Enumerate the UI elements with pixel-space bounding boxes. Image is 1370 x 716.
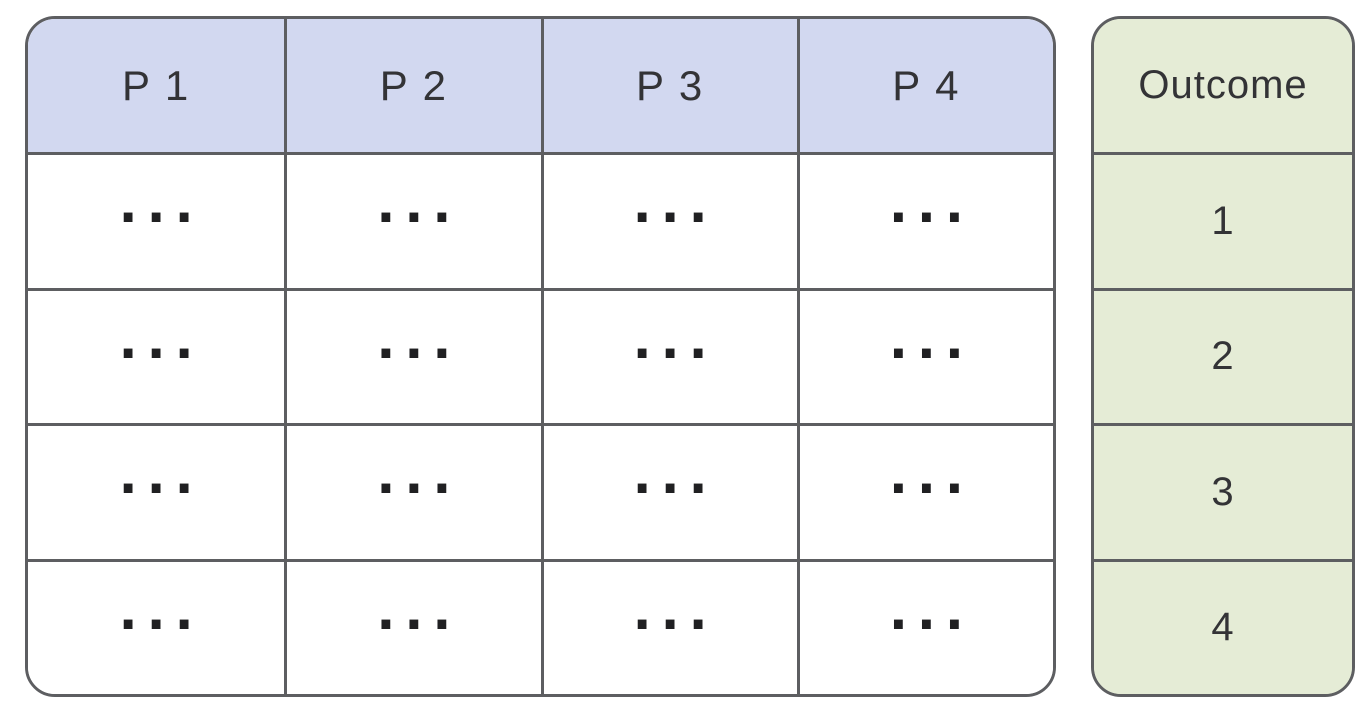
- column-header-p4: P 4: [796, 19, 1053, 152]
- table-cell: ...: [28, 423, 285, 559]
- table-cell: ...: [284, 558, 541, 694]
- column-header-p1: P 1: [28, 19, 285, 152]
- probability-table: P 1 P 2 P 3 P 4 ... ... ... ... ... ...: [25, 16, 1056, 697]
- column-header-p3: P 3: [540, 19, 797, 152]
- column-header-p3-label: P 3: [635, 61, 705, 109]
- outcome-column: Outcome 1 2 3 4: [1091, 16, 1355, 697]
- table-cell: ...: [28, 558, 285, 694]
- table-cell: ...: [796, 152, 1053, 288]
- table-cell: ...: [540, 558, 797, 694]
- table-cell: ...: [796, 287, 1053, 423]
- outcome-cell-4: 4: [1094, 558, 1352, 694]
- outcome-header-label: Outcome: [1138, 63, 1308, 107]
- table-cell: ...: [28, 152, 285, 288]
- table-cell: ...: [284, 423, 541, 559]
- table-cell: ...: [284, 287, 541, 423]
- outcome-cell-2: 2: [1094, 287, 1352, 423]
- column-header-p4-label: P 4: [892, 61, 961, 109]
- column-header-p1-label: P 1: [121, 61, 191, 109]
- outcome-value: 1: [1211, 198, 1235, 243]
- outcome-value: 4: [1211, 605, 1235, 650]
- table-cell: ...: [540, 287, 797, 423]
- column-header-p2: P 2: [284, 19, 541, 152]
- outcome-cell-1: 1: [1094, 152, 1352, 288]
- table-cell: ...: [28, 287, 285, 423]
- outcome-cell-3: 3: [1094, 423, 1352, 559]
- table-cell: ...: [796, 423, 1053, 559]
- table-cell: ...: [540, 423, 797, 559]
- table-cell: ...: [540, 152, 797, 288]
- outcome-value: 3: [1211, 469, 1235, 514]
- outcome-header: Outcome: [1094, 19, 1352, 152]
- table-cell: ...: [796, 558, 1053, 694]
- outcome-value: 2: [1211, 334, 1235, 379]
- table-cell: ...: [284, 152, 541, 288]
- column-header-p2-label: P 2: [379, 61, 449, 109]
